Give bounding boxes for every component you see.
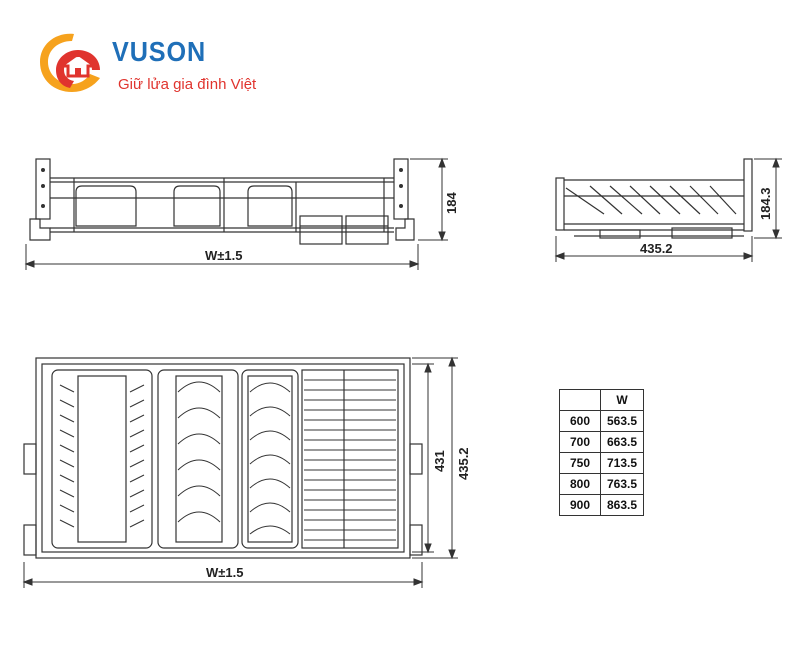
top-width-label: W±1.5 bbox=[206, 565, 243, 580]
size-table-header: W bbox=[559, 389, 644, 411]
front-height-label: 184 bbox=[444, 192, 459, 214]
brand-slogan: Giữ lửa gia đình Việt bbox=[118, 76, 257, 93]
front-width-label: W±1.5 bbox=[205, 248, 242, 263]
table-row: 750 713.5 bbox=[559, 452, 644, 474]
size-table-header-cell bbox=[559, 389, 601, 411]
side-depth-label: 435.2 bbox=[640, 241, 673, 256]
size-table-header-cell: W bbox=[600, 389, 644, 411]
top-outer-depth-label: 435.2 bbox=[456, 447, 471, 480]
house-flame-icon bbox=[40, 33, 100, 92]
table-cell: 763.5 bbox=[600, 473, 644, 495]
table-row: 800 763.5 bbox=[559, 473, 644, 495]
table-cell: 600 bbox=[559, 410, 601, 432]
table-cell: 700 bbox=[559, 431, 601, 453]
size-table: W 600 563.5 700 663.5 750 713.5 800 763.… bbox=[559, 389, 644, 516]
table-cell: 563.5 bbox=[600, 410, 644, 432]
table-cell: 663.5 bbox=[600, 431, 644, 453]
table-cell: 800 bbox=[559, 473, 601, 495]
table-cell: 750 bbox=[559, 452, 601, 474]
table-cell: 900 bbox=[559, 494, 601, 516]
brand-logo: VUSON Giữ lửa gia đình Việt bbox=[34, 28, 314, 100]
table-cell: 713.5 bbox=[600, 452, 644, 474]
top-inner-depth-label: 431 bbox=[432, 450, 447, 472]
brand-name: VUSON bbox=[112, 36, 207, 67]
table-row: 700 663.5 bbox=[559, 431, 644, 453]
table-cell: 863.5 bbox=[600, 494, 644, 516]
table-row: 900 863.5 bbox=[559, 494, 644, 516]
table-row: 600 563.5 bbox=[559, 410, 644, 432]
side-height-label: 184.3 bbox=[758, 187, 773, 220]
